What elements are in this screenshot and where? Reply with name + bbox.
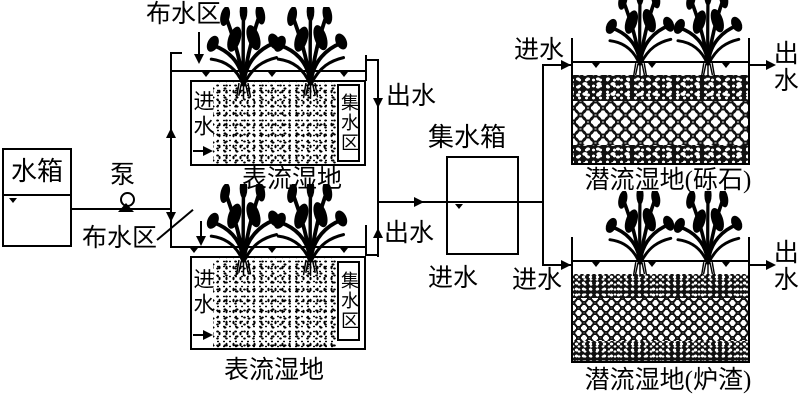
water-tank — [2, 148, 72, 247]
slag-layer-bottom — [573, 341, 748, 361]
lower-wetland-title: 表流湿地 — [223, 357, 324, 384]
plant-icon — [669, 0, 747, 78]
plant-icon — [669, 191, 747, 277]
upper-wetland-outlet-label: 出水 — [386, 83, 437, 110]
slag-wetland-left-wall — [571, 237, 573, 363]
upper-wetland-inlet-label: 进水 — [191, 90, 216, 140]
upper-wetland-trough-right-wall — [365, 55, 367, 81]
flow-arrow-down-icon — [166, 212, 176, 222]
water-tick — [268, 72, 276, 77]
plant-icon — [269, 184, 352, 276]
lower-distribution-zone-label: 布水区 — [82, 225, 158, 252]
water-tick — [648, 262, 656, 267]
water-tick — [340, 72, 348, 77]
flow-arrow-right-icon — [561, 60, 571, 70]
pipe-slag-outlet — [750, 264, 774, 266]
pipe-gravel-outlet — [750, 64, 774, 66]
lower-wetland-collection-zone: 集水区 — [337, 261, 360, 341]
water-tick — [202, 72, 210, 77]
water-tick — [722, 262, 730, 267]
upper-distribution-arrow-line — [198, 32, 200, 56]
slag-wetland-right-wall — [748, 237, 750, 363]
slag-layer-middle — [573, 298, 748, 341]
gravel-wetland-outlet-label: 出水 — [770, 40, 798, 94]
water-tank-level-tick — [9, 198, 17, 203]
gravel-wetland-title: 潜流湿地(砾石) — [584, 167, 752, 194]
upper-distribution-zone-label: 布水区 — [146, 1, 222, 28]
upper-wetland-water-line — [170, 70, 367, 72]
slag-wetland-bottom — [571, 361, 750, 363]
pipe-right-riser — [542, 64, 544, 266]
pipe-feed-riser — [170, 52, 172, 248]
gravel-wetland-bottom — [571, 163, 750, 165]
gravel-wetland-inlet-label: 进水 — [514, 37, 565, 64]
collection-tank-water-line — [446, 201, 519, 203]
flow-arrow-up-icon — [373, 228, 383, 238]
gravel-layer-middle — [573, 101, 748, 145]
upper-wetland-collection-zone: 集水区 — [337, 84, 360, 162]
water-tick — [340, 248, 348, 253]
water-tick — [592, 63, 600, 68]
lower-distribution-arrow-icon — [196, 236, 206, 246]
water-tick — [648, 63, 656, 68]
collection-tank-level-tick — [455, 204, 463, 209]
water-tick — [722, 63, 730, 68]
flow-arrow-right-icon — [766, 260, 776, 270]
gravel-layer-top — [573, 75, 748, 101]
upper-distribution-arrow-icon — [194, 54, 204, 64]
lower-wetland-inlet-label: 进水 — [191, 268, 216, 318]
slag-wetland-water-line — [571, 260, 750, 262]
gravel-wetland-left-wall — [571, 38, 573, 165]
slag-wetland-inlet-label: 进水 — [512, 267, 563, 294]
water-tank-label: 水箱 — [10, 157, 63, 186]
upper-wetland-inlet-arrow-line — [193, 150, 205, 152]
flow-arrow-right-icon — [766, 60, 776, 70]
pipe-slag-inlet — [542, 264, 572, 266]
pipe-outlet-drop — [377, 59, 379, 257]
lower-wetland-inlet-arrow-icon — [203, 330, 213, 340]
pipe-upper-trough-stub — [170, 52, 182, 54]
lower-wetland-collection-label: 集水区 — [338, 271, 359, 331]
flow-arrow-right-icon — [414, 197, 424, 207]
lower-distribution-arrow-line — [200, 221, 202, 238]
collection-tank-label: 集水箱 — [428, 123, 507, 152]
upper-wetland-inlet-arrow-icon — [203, 146, 213, 156]
lower-wetland-water-line — [170, 246, 367, 248]
upper-wetland-collection-label: 集水区 — [338, 93, 359, 153]
pump-label: 泵 — [110, 162, 136, 189]
water-tick — [190, 248, 198, 253]
gravel-wetland-right-wall — [748, 38, 750, 165]
slag-layer-top — [573, 274, 748, 298]
pipe-tank-out — [519, 201, 544, 203]
pump-base-icon — [118, 203, 134, 212]
water-tick — [592, 262, 600, 267]
water-tick — [268, 248, 276, 253]
plant-icon — [269, 7, 352, 99]
slag-wetland-title: 潜流湿地(炉渣) — [584, 367, 752, 394]
pipe-gravel-inlet — [542, 64, 572, 66]
lower-wetland-soil-media — [213, 258, 337, 348]
flow-arrow-up-icon — [166, 128, 176, 138]
gravel-wetland-water-line — [571, 61, 750, 63]
lower-wetland-outlet-stub — [366, 254, 379, 256]
lower-wetland-outlet-label: 出水 — [384, 220, 435, 247]
flow-arrow-right-icon — [561, 260, 571, 270]
slag-wetland-outlet-label: 出水 — [770, 239, 798, 293]
lower-wetland-inlet-arrow-line — [193, 334, 205, 336]
gravel-layer-bottom — [573, 145, 748, 163]
upper-wetland-outlet-stub — [366, 59, 379, 61]
upper-wetland-soil-media — [213, 82, 337, 164]
water-tank-water-line — [2, 194, 72, 196]
collection-tank-feed-label: 进水 — [428, 265, 479, 292]
lower-wetland-trough-right-wall — [365, 225, 367, 256]
pipe-to-collection-tank — [377, 201, 446, 203]
flow-arrow-down-icon — [373, 98, 383, 108]
